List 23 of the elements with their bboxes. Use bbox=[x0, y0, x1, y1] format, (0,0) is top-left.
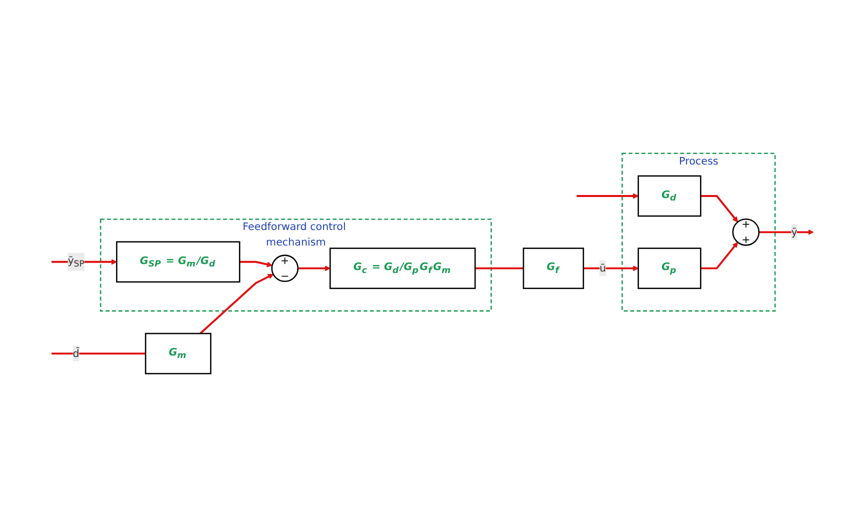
connector bbox=[475, 267, 524, 270]
edge-label: ȳ bbox=[791, 226, 798, 238]
arrow bbox=[52, 259, 117, 265]
edge-label: d̄ bbox=[72, 347, 80, 360]
arrow bbox=[240, 260, 272, 268]
arrow bbox=[700, 242, 738, 270]
arrow bbox=[298, 266, 330, 272]
node-box: G$_{c}$ = G$_{d}$/G$_{p}$G$_{f}$G$_{m}$ bbox=[330, 248, 476, 290]
arrow bbox=[583, 266, 639, 272]
node-circle: + − bbox=[271, 254, 299, 282]
arrow bbox=[758, 229, 814, 235]
node-box: G$_{p}$ bbox=[638, 248, 702, 290]
node-box: G$_{d}$ bbox=[638, 175, 702, 217]
node-circle: + + bbox=[732, 218, 760, 246]
node-box: G$_{m}$ bbox=[144, 332, 212, 374]
arrow bbox=[576, 193, 639, 199]
edge-label: ȳ$_{SP}$ bbox=[68, 254, 84, 270]
edge-label: ū bbox=[600, 262, 606, 274]
arrow bbox=[700, 195, 738, 222]
node-box: G$_{f}$ bbox=[522, 248, 584, 290]
arrow bbox=[200, 274, 274, 334]
node-box: G$_{SP}$ = G$_{m}$/G$_{d}$ bbox=[116, 241, 240, 283]
connector bbox=[52, 352, 146, 355]
